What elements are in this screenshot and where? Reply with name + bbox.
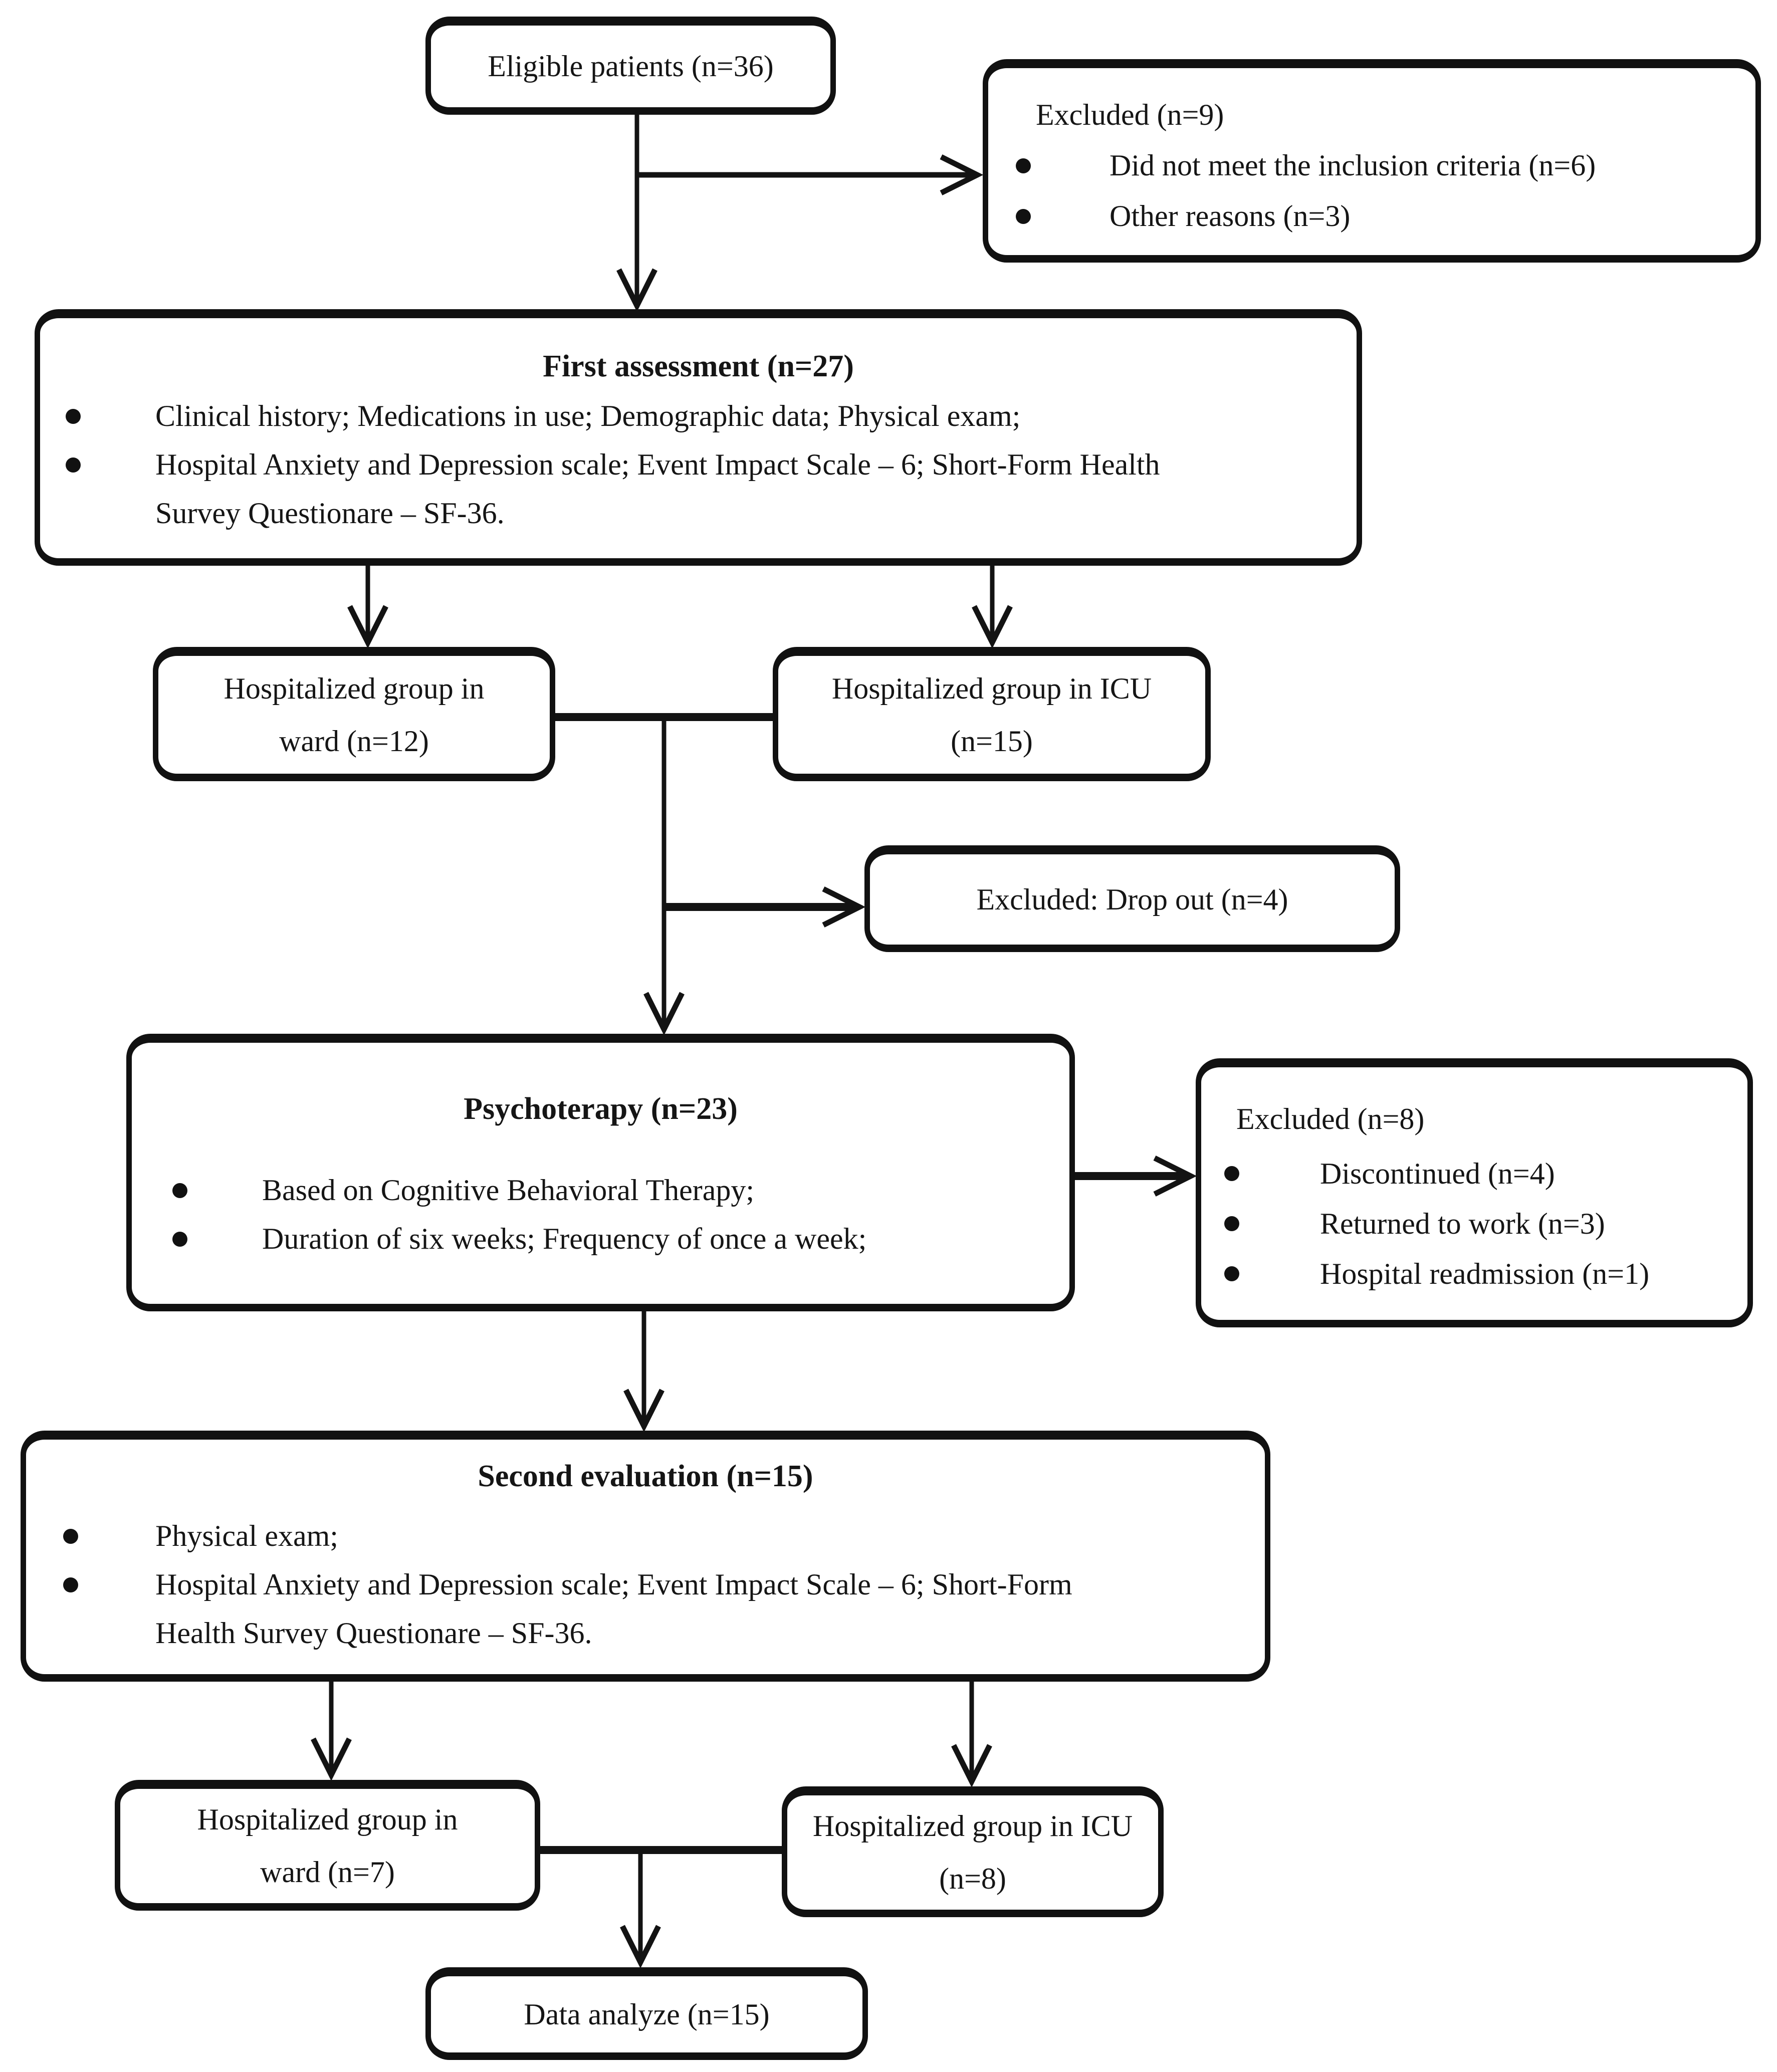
list-item-text: Physical exam; <box>155 1519 338 1552</box>
box-first-assessment: First assessment (n=27) Clinical history… <box>35 309 1362 566</box>
excluded-initial-title: Excluded (n=9) <box>1036 98 1224 131</box>
arrow-down-head-icon <box>972 605 1013 649</box>
list-item-text: Hospital Anxiety and Depression scale; E… <box>155 1568 1072 1650</box>
icu-baseline-label: Hospitalized group in ICU (n=15) <box>831 671 1152 758</box>
arrow-down-head-icon <box>623 1389 664 1433</box>
arrow-down-head-icon <box>643 992 685 1036</box>
list-item: Duration of six weeks; Frequency of once… <box>172 1215 1069 1263</box>
excluded-psychotherapy-title: Excluded (n=8) <box>1236 1102 1425 1135</box>
box-eligible-patients: Eligible patients (n=36) <box>425 17 836 115</box>
list-item-text: Clinical history; Medications in use; De… <box>155 399 1021 432</box>
box-excluded-psychotherapy: Excluded (n=8) Discontinued (n=4) Return… <box>1196 1058 1753 1327</box>
box-psychotherapy: Psychoterapy (n=23) Based on Cognitive B… <box>126 1034 1075 1311</box>
ward-second-label: Hospitalized group in ward (n=7) <box>197 1803 458 1889</box>
bullet-dot-icon <box>1224 1166 1239 1181</box>
bullet-dot-icon <box>66 409 81 424</box>
bullet-dot-icon <box>1224 1266 1239 1281</box>
first-assessment-title: First assessment (n=27) <box>543 349 854 383</box>
data-analyze-label: Data analyze (n=15) <box>524 1997 770 2031</box>
list-item-text: Hospital Anxiety and Depression scale; E… <box>155 448 1160 530</box>
list-item-text: Based on Cognitive Behavioral Therapy; <box>262 1174 755 1207</box>
arrow-right-head-icon <box>1153 1156 1197 1197</box>
list-item-text: Other reasons (n=3) <box>1109 199 1351 233</box>
arrow-down-head-icon <box>616 268 657 312</box>
bullet-dot-icon <box>63 1529 78 1544</box>
list-item-text: Returned to work (n=3) <box>1320 1207 1605 1240</box>
arrow-down-head-icon <box>951 1744 992 1788</box>
list-item: Hospital Anxiety and Depression scale; E… <box>63 1560 1265 1658</box>
list-item: Clinical history; Medications in use; De… <box>66 392 1357 440</box>
list-item-text: Discontinued (n=4) <box>1320 1157 1555 1190</box>
list-item: Discontinued (n=4) <box>1224 1148 1737 1199</box>
icu-second-label: Hospitalized group in ICU (n=8) <box>812 1809 1133 1895</box>
arrow-down-head-icon <box>311 1737 352 1781</box>
excluded-initial-bullets: Did not meet the inclusion criteria (n=6… <box>1016 141 1735 241</box>
arrow-right-head-icon <box>822 886 866 928</box>
list-item: Hospital readmission (n=1) <box>1224 1249 1737 1299</box>
bullet-dot-icon <box>1224 1216 1239 1231</box>
second-evaluation-title: Second evaluation (n=15) <box>478 1459 813 1493</box>
box-ward-second: Hospitalized group in ward (n=7) <box>115 1780 540 1911</box>
box-icu-second: Hospitalized group in ICU (n=8) <box>782 1786 1164 1917</box>
arrow-down-head-icon <box>347 605 388 649</box>
box-second-evaluation: Second evaluation (n=15) Physical exam; … <box>21 1431 1270 1682</box>
list-item: Hospital Anxiety and Depression scale; E… <box>66 440 1357 538</box>
psychotherapy-bullets: Based on Cognitive Behavioral Therapy; D… <box>132 1166 1069 1263</box>
list-item-text: Hospital readmission (n=1) <box>1320 1257 1650 1290</box>
box-data-analyze: Data analyze (n=15) <box>425 1967 868 2060</box>
list-item: Other reasons (n=3) <box>1016 192 1735 241</box>
list-item: Physical exam; <box>63 1512 1265 1560</box>
psychotherapy-title: Psychoterapy (n=23) <box>464 1092 738 1126</box>
ward-baseline-label: Hospitalized group in ward (n=12) <box>224 671 485 758</box>
list-item-text: Duration of six weeks; Frequency of once… <box>262 1222 867 1255</box>
bullet-dot-icon <box>63 1577 78 1592</box>
bullet-dot-icon <box>172 1232 187 1247</box>
bullet-dot-icon <box>66 457 81 473</box>
excluded-dropout-label: Excluded: Drop out (n=4) <box>976 883 1288 916</box>
list-item: Returned to work (n=3) <box>1224 1199 1737 1249</box>
eligible-patients-label: Eligible patients (n=36) <box>488 50 774 83</box>
list-item-text: Did not meet the inclusion criteria (n=6… <box>1109 149 1596 182</box>
bullet-dot-icon <box>1016 209 1031 224</box>
second-evaluation-bullets: Physical exam; Hospital Anxiety and Depr… <box>26 1512 1265 1658</box>
list-item: Based on Cognitive Behavioral Therapy; <box>172 1166 1069 1215</box>
box-ward-baseline: Hospitalized group in ward (n=12) <box>153 647 555 781</box>
bullet-dot-icon <box>1016 158 1031 173</box>
box-excluded-dropout: Excluded: Drop out (n=4) <box>864 845 1400 952</box>
bullet-dot-icon <box>172 1183 187 1198</box>
box-excluded-initial: Excluded (n=9) Did not meet the inclusio… <box>983 59 1761 263</box>
arrow-down-head-icon <box>620 1925 661 1969</box>
list-item: Did not meet the inclusion criteria (n=6… <box>1016 141 1735 190</box>
first-assessment-bullets: Clinical history; Medications in use; De… <box>40 392 1357 538</box>
box-icu-baseline: Hospitalized group in ICU (n=15) <box>773 647 1211 781</box>
excluded-psychotherapy-bullets: Discontinued (n=4) Returned to work (n=3… <box>1224 1148 1737 1299</box>
arrow-right-head-icon <box>940 154 984 195</box>
